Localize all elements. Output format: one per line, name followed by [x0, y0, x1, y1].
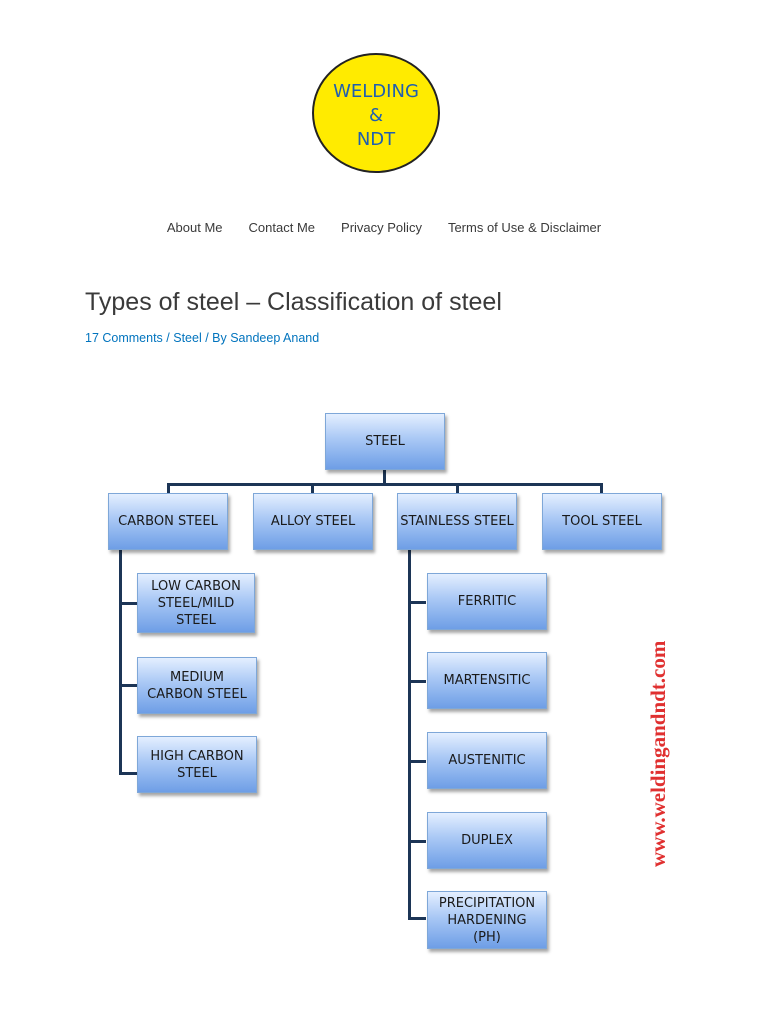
connector-line: [408, 601, 426, 604]
connector-line: [119, 684, 137, 687]
node-low-carbon-steel: LOW CARBON STEEL/MILD STEEL: [137, 573, 255, 633]
node-martensitic: MARTENSITIC: [427, 652, 547, 709]
connector-line: [408, 840, 426, 843]
nav-privacy-policy[interactable]: Privacy Policy: [341, 220, 422, 235]
node-alloy-steel: ALLOY STEEL: [253, 493, 373, 550]
node-austenitic: AUSTENITIC: [427, 732, 547, 789]
nav-about-me[interactable]: About Me: [166, 220, 223, 235]
site-logo[interactable]: WELDING & NDT: [312, 53, 440, 173]
meta-by: / By: [201, 331, 231, 345]
post-meta: 17 Comments / Steel / By Sandeep Anand: [85, 331, 319, 345]
connector-line: [167, 483, 603, 486]
logo-line-2: &: [368, 105, 384, 126]
node-stainless-steel: STAINLESS STEEL: [397, 493, 517, 550]
node-medium-carbon-steel: MEDIUM CARBON STEEL: [137, 657, 257, 714]
category-link[interactable]: Steel: [173, 331, 202, 345]
post-title: Types of steel – Classification of steel: [85, 288, 502, 316]
comments-link[interactable]: 17 Comments: [85, 331, 163, 345]
node-steel: STEEL: [325, 413, 445, 470]
connector-line: [311, 483, 314, 495]
connector-line: [167, 483, 170, 495]
connector-line: [119, 550, 122, 775]
connector-line: [408, 680, 426, 683]
connector-line: [456, 483, 459, 495]
node-duplex: DUPLEX: [427, 812, 547, 869]
connector-line: [119, 772, 137, 775]
meta-separator: /: [162, 331, 174, 345]
connector-line: [408, 550, 411, 920]
main-nav: About Me Contact Me Privacy Policy Terms…: [0, 220, 768, 235]
logo-line-3: NDT: [356, 129, 396, 150]
node-carbon-steel: CARBON STEEL: [108, 493, 228, 550]
logo-line-1: WELDING: [333, 81, 419, 102]
connector-line: [383, 470, 386, 485]
node-high-carbon-steel: HIGH CARBON STEEL: [137, 736, 257, 793]
connector-line: [600, 483, 603, 495]
connector-line: [408, 760, 426, 763]
node-tool-steel: TOOL STEEL: [542, 493, 662, 550]
node-precipitation-hardening: PRECIPITATION HARDENING (PH): [427, 891, 547, 949]
nav-contact-me[interactable]: Contact Me: [248, 220, 316, 235]
connector-line: [119, 602, 137, 605]
steel-classification-diagram: STEEL CARBON STEEL ALLOY STEEL STAINLESS…: [0, 380, 768, 980]
nav-terms-of-use[interactable]: Terms of Use & Disclaimer: [447, 220, 602, 235]
node-ferritic: FERRITIC: [427, 573, 547, 630]
author-link[interactable]: Sandeep Anand: [230, 331, 320, 345]
connector-line: [408, 917, 426, 920]
watermark-url: www.weldingandndt.com: [646, 640, 670, 867]
